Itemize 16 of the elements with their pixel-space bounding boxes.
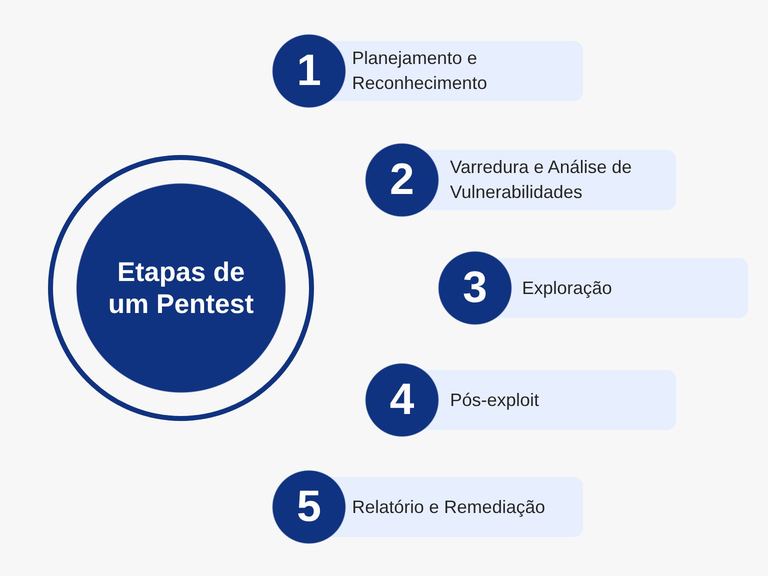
- step-box: [346, 41, 583, 101]
- step-number: 1: [296, 49, 322, 93]
- step-box: [439, 150, 676, 210]
- step-box: [512, 258, 748, 318]
- step-label: Pós-exploit: [450, 388, 540, 412]
- step-box: [439, 370, 676, 430]
- step-number: 3: [462, 266, 488, 310]
- step-label: Planejamento e Reconhecimento: [352, 47, 488, 95]
- step-label: Exploração: [522, 276, 612, 300]
- step-label: Varredura e Análise de Vulnerabilidades: [450, 156, 633, 204]
- step-box: [346, 477, 583, 537]
- step-label: Relatório e Remediação: [352, 496, 546, 519]
- step-number: 2: [390, 158, 414, 202]
- step-number: 5: [296, 485, 322, 529]
- heading-text: Etapas de um Pentest: [107, 256, 255, 320]
- step-number: 4: [390, 378, 414, 422]
